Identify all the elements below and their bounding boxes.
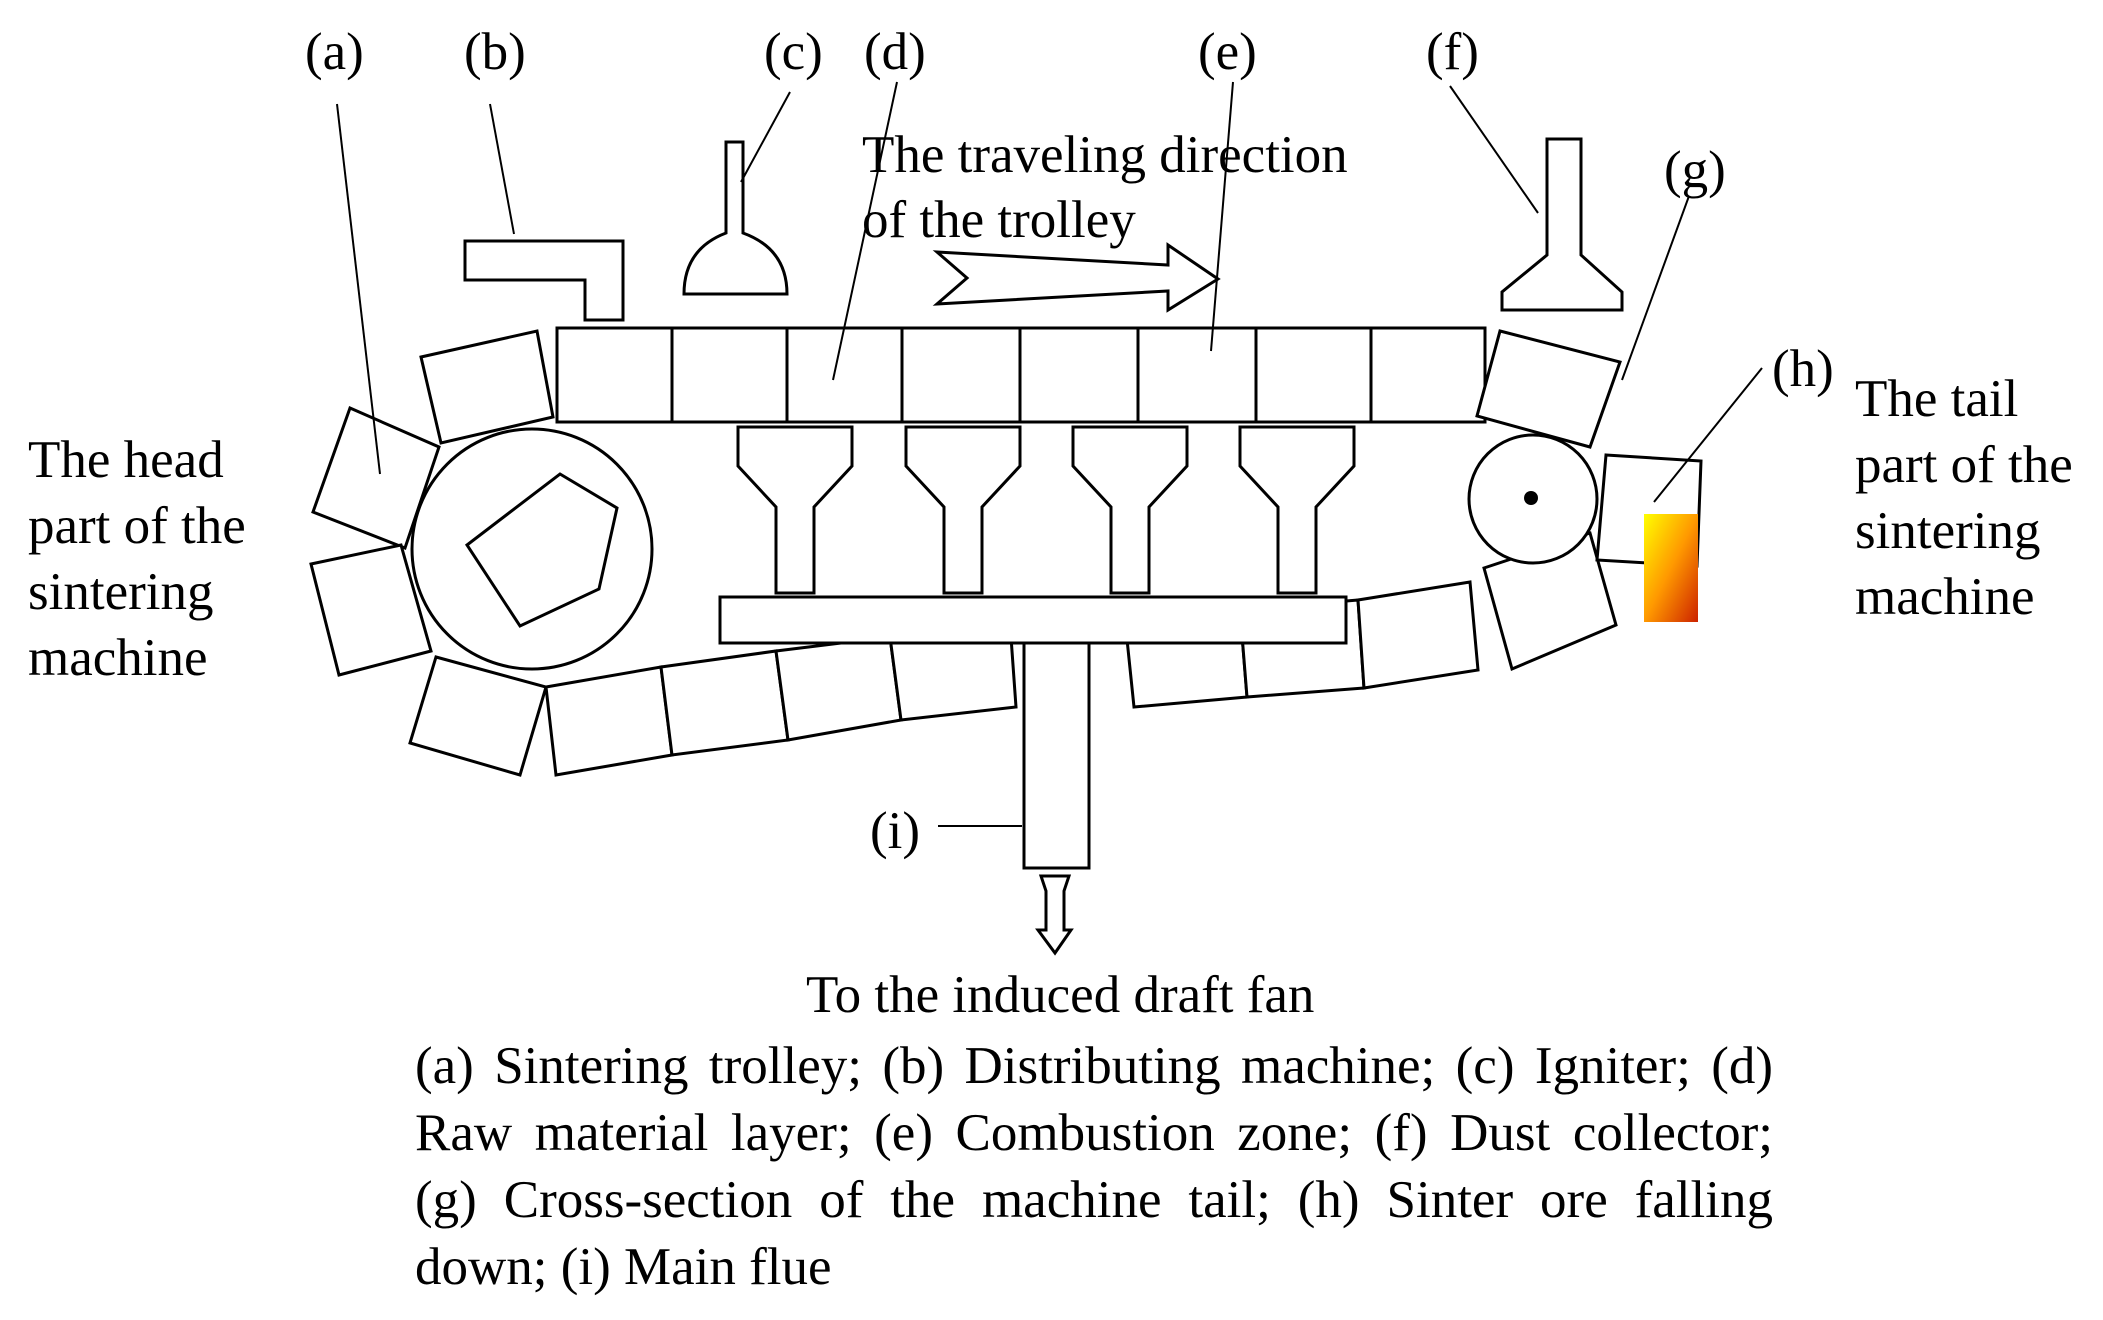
- trolley: [311, 405, 441, 550]
- label-i: (i): [870, 802, 920, 860]
- wind-box: [1238, 425, 1356, 595]
- legend-caption: (a) Sintering trolley; (b) Distributing …: [415, 1037, 1773, 1296]
- trolley: [1018, 326, 1140, 424]
- wind-box: [736, 425, 854, 595]
- direction-label-line-1: The traveling direction: [862, 126, 1348, 184]
- trolley: [659, 649, 790, 757]
- label-e: (e): [1198, 23, 1257, 81]
- trolley: [555, 326, 674, 424]
- wind-boxes: [736, 425, 1356, 595]
- tail-label-line-2: part of the: [1855, 436, 2073, 494]
- trolley-head-group: [309, 329, 555, 777]
- tail-wheel-axle: [1524, 491, 1538, 505]
- wind-box: [1071, 425, 1189, 595]
- leader-line-f: [1449, 85, 1539, 214]
- trolley: [1136, 326, 1258, 424]
- trolley: [1475, 329, 1622, 449]
- head-label-line-4: machine: [28, 629, 208, 687]
- trolley: [408, 655, 548, 777]
- head-label-line-3: sintering: [28, 563, 213, 621]
- main-flue-header: [718, 595, 1348, 645]
- tail-label-line-4: machine: [1855, 568, 2035, 626]
- label-c: (c): [764, 23, 823, 81]
- leader-line-e: [1210, 81, 1234, 352]
- leader-line-d: [832, 81, 898, 381]
- tail-label-line-1: The tail: [1855, 370, 2018, 428]
- label-f: (f): [1426, 23, 1479, 81]
- trolley: [900, 326, 1022, 424]
- tail-label-line-3: sintering: [1855, 502, 2040, 560]
- head-sprocket-hub-pentagon: [464, 472, 619, 628]
- leader-line-a: [336, 103, 381, 475]
- dust-collector: [1500, 137, 1624, 312]
- leader-line-h: [1653, 367, 1763, 503]
- trolley: [419, 329, 555, 445]
- trolley: [309, 543, 433, 677]
- distributing-machine: [463, 239, 625, 322]
- head-label-line-1: The head: [28, 431, 224, 489]
- leader-line-b: [489, 103, 515, 235]
- wind-box: [904, 425, 1022, 595]
- leader-line-g: [1621, 195, 1690, 381]
- leader-lines: [336, 81, 1763, 827]
- label-g: (g): [1664, 141, 1726, 199]
- label-b: (b): [464, 23, 526, 81]
- label-h: (h): [1772, 340, 1834, 398]
- outlet-down-arrow-icon: [1035, 874, 1074, 956]
- leader-line-c: [740, 91, 791, 183]
- direction-label-line-2: of the trolley: [862, 191, 1136, 249]
- head-label-line-2: part of the: [28, 497, 246, 555]
- main-flue-duct: [1022, 641, 1091, 870]
- label-d: (d): [864, 23, 926, 81]
- trolley: [1254, 326, 1373, 424]
- travel-direction-arrow-icon: [932, 242, 1221, 313]
- igniter: [682, 140, 789, 296]
- trolley-top-row: [555, 326, 1487, 424]
- outlet-label: To the induced draft fan: [806, 966, 1314, 1024]
- label-a: (a): [305, 23, 364, 81]
- trolley: [544, 665, 674, 777]
- trolley: [670, 326, 789, 424]
- trolley: [774, 635, 903, 742]
- trolley: [785, 326, 904, 424]
- trolley: [1369, 326, 1487, 424]
- trolley: [1356, 580, 1480, 690]
- trolley-tail-group: [1475, 329, 1622, 672]
- falling-sinter-ore: [1644, 514, 1698, 622]
